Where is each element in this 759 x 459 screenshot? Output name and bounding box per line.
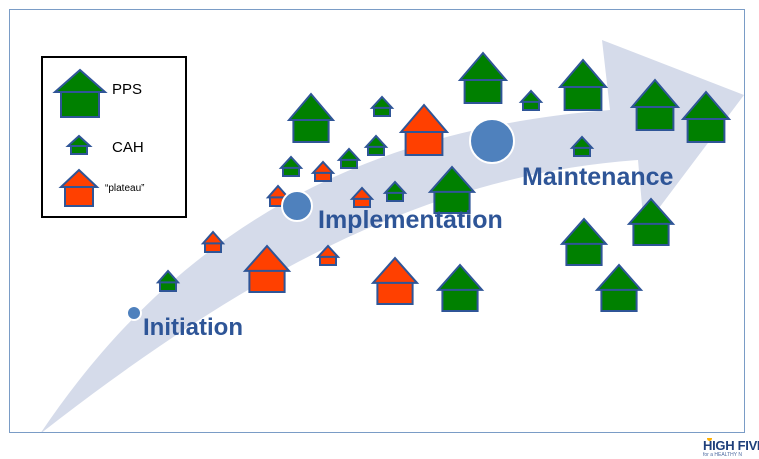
house-roof [242,244,292,272]
cah-house-icon [369,95,395,117]
pps-house-icon [680,90,732,143]
house-body [632,221,670,246]
pps-house-icon [457,51,509,104]
logo-dot [707,438,712,441]
house-roof [680,90,732,120]
house-roof [457,51,509,81]
pps-house-icon [557,58,609,111]
cah-house-icon [336,147,362,170]
house-roof [286,92,336,121]
cah-house-icon [363,134,389,157]
house-roof [336,147,362,161]
house-body [600,287,638,313]
house-roof [265,184,291,199]
pps-house-icon [559,217,609,266]
house-roof [370,256,420,284]
house-roof [559,217,609,245]
legend-label-cah: CAH [112,139,144,156]
small-green-house-icon [65,134,93,155]
house-roof [200,230,226,245]
stage-label-implementation: Implementation [318,206,503,234]
red-house-icon [58,168,100,207]
house-roof [626,197,676,225]
legend-label-pps: PPS [112,81,143,98]
cah-house-icon [155,269,181,292]
pps-house-icon [629,78,681,131]
cah-house-icon [278,155,304,178]
house-roof [435,263,485,291]
house-body [635,105,675,131]
house-roof [155,269,181,284]
plateau-house-icon [200,230,226,253]
slide-canvas: Initiation Implementation Maintenance [9,9,745,433]
large-green-house-icon [52,68,108,118]
house-roof [518,89,544,103]
house-body [463,78,503,104]
logo-subtext: for a HEALTHY N [703,452,742,458]
house-roof [629,78,681,108]
house-roof [594,263,644,291]
stage-marker-initiation [126,305,142,321]
house-roof [349,186,375,200]
pps-house-icon [427,165,477,214]
stage-label-initiation: Initiation [143,314,243,341]
plateau-house-icon [315,244,341,267]
legend: PPS CAH “plateau” [41,56,187,218]
house-body [248,268,286,294]
house-roof [398,103,450,133]
progress-arrow [41,40,744,432]
plateau-house-icon [242,244,292,294]
stage-marker-implementation [281,190,313,222]
progression-diagram [41,40,744,432]
plateau-house-icon [398,103,450,156]
cah-house-icon [518,89,544,111]
plateau-house-icon [349,186,375,209]
house-roof [427,165,477,193]
legend-icons [52,68,108,207]
house-roof [569,135,595,149]
stage-marker-maintenance [469,118,515,164]
pps-house-icon [286,92,336,143]
house-body [563,85,603,111]
cah-house-icon [569,135,595,158]
plateau-house-icon [370,256,420,306]
house-roof [382,180,408,194]
house-body [565,241,603,266]
plateau-house-icon [310,160,336,183]
house-roof [363,134,389,148]
house-body [686,117,726,143]
house-roof [557,58,609,88]
pps-house-icon [594,263,644,313]
house-body [292,117,330,143]
house-body [441,287,479,313]
legend-label-plateau: “plateau” [105,183,145,194]
cah-house-icon [382,180,408,203]
pps-house-icon [626,197,676,246]
stage-label-maintenance: Maintenance [522,163,674,191]
high-five-logo: HIGH FIVI for a HEALTHY N [703,438,759,459]
house-body [404,130,444,156]
logo-text: HIGH FIVI [703,438,759,453]
house-roof [369,95,395,109]
house-roof [315,244,341,258]
house-body [376,280,414,306]
pps-house-icon [435,263,485,313]
house-roof [278,155,304,169]
house-roof [310,160,336,174]
